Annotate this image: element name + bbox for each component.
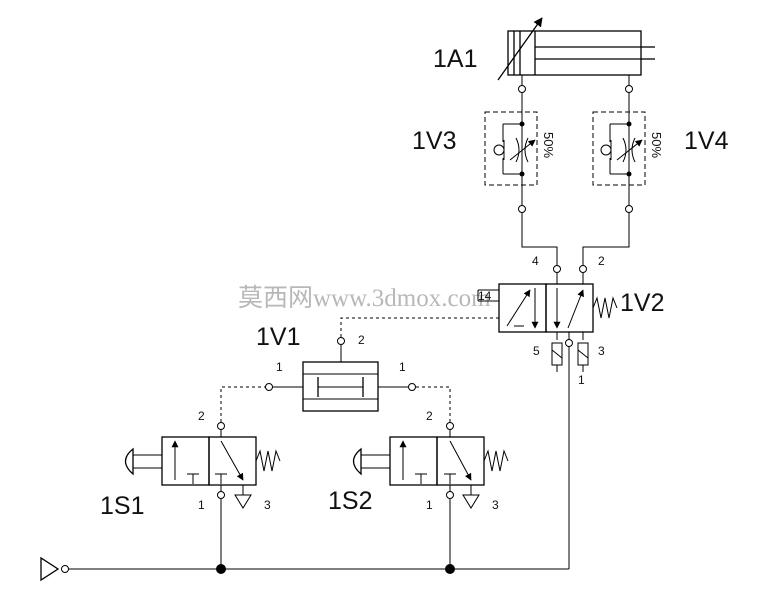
label-1v1: 1V1 bbox=[256, 323, 300, 351]
label-1v3: 1V3 bbox=[412, 127, 456, 155]
adjustable-cushion-arrow-icon bbox=[497, 17, 543, 81]
throttle-setting-1v4: 50% bbox=[649, 132, 664, 158]
port-1v2-2 bbox=[579, 265, 587, 273]
flow-arrow-icon bbox=[220, 440, 244, 481]
port-label-4: 4 bbox=[532, 254, 539, 268]
port-label-5: 5 bbox=[533, 344, 540, 358]
label-1s1: 1S1 bbox=[100, 492, 144, 520]
flow-control-valve-1v3: 50% 1V3 bbox=[412, 111, 556, 186]
1s1-supply-label: 1 bbox=[198, 498, 205, 512]
shuttle-valve-1v1: 2 1 1 1V1 bbox=[256, 323, 416, 412]
spring-icon bbox=[255, 449, 281, 472]
check-valve-ball-icon bbox=[600, 144, 612, 156]
flow-arrow-icon bbox=[506, 289, 531, 327]
label-1v4: 1V4 bbox=[684, 127, 729, 155]
port-label-2: 2 bbox=[598, 254, 605, 268]
1s2-exhaust-label: 3 bbox=[492, 498, 499, 512]
push-button-valve-1s1: 2 1 3 1S1 bbox=[100, 409, 281, 520]
port-1v3-bottom bbox=[518, 205, 526, 213]
push-button-valve-1s2: 2 1 3 1S2 bbox=[328, 409, 509, 515]
exhaust-icon bbox=[234, 494, 252, 509]
port-1v4-bottom bbox=[625, 205, 633, 213]
1s2-output-label: 2 bbox=[426, 409, 433, 423]
1s2-supply-label: 1 bbox=[426, 498, 433, 512]
label-1v2: 1V2 bbox=[620, 289, 664, 317]
watermark-text: 莫西网www.3dmox.com bbox=[238, 284, 491, 312]
shuttle-input-right-label: 1 bbox=[399, 360, 406, 374]
pressure-source-icon bbox=[40, 556, 60, 582]
main-valve-1v2: 14 5 3 1 1V2 bbox=[477, 283, 664, 387]
supply-line bbox=[40, 346, 570, 582]
flow-arrow-icon bbox=[449, 440, 472, 481]
spring-icon bbox=[483, 449, 509, 472]
port-label-1: 1 bbox=[578, 373, 585, 387]
check-valve-ball-icon bbox=[493, 144, 505, 156]
adjustable-throttle-arrow-icon bbox=[509, 139, 536, 161]
port-label-3: 3 bbox=[598, 344, 605, 358]
port-cylinder-right bbox=[625, 85, 633, 93]
flow-control-valve-1v4: 50% 1V4 bbox=[592, 111, 729, 186]
port-1v2-4 bbox=[553, 265, 561, 273]
push-button-icon bbox=[352, 447, 362, 476]
label-1a1: 1A1 bbox=[433, 45, 477, 73]
port-label-14: 14 bbox=[478, 289, 492, 303]
exhaust-icon bbox=[462, 494, 480, 509]
cylinder-1a1: 1A1 bbox=[433, 17, 655, 81]
adjustable-throttle-arrow-icon bbox=[616, 139, 643, 161]
junction-node bbox=[445, 564, 455, 574]
label-1s2: 1S2 bbox=[328, 487, 372, 515]
shuttle-output-label: 2 bbox=[358, 333, 365, 347]
flow-arrow-icon bbox=[567, 289, 584, 329]
port-cylinder-left bbox=[518, 85, 526, 93]
1s1-exhaust-label: 3 bbox=[264, 498, 271, 512]
throttle-setting-1v3: 50% bbox=[541, 132, 556, 158]
1s1-output-label: 2 bbox=[198, 409, 205, 423]
junction-node bbox=[216, 564, 226, 574]
push-button-icon bbox=[124, 447, 134, 476]
spring-icon bbox=[592, 296, 618, 319]
shuttle-input-left-label: 1 bbox=[276, 360, 283, 374]
